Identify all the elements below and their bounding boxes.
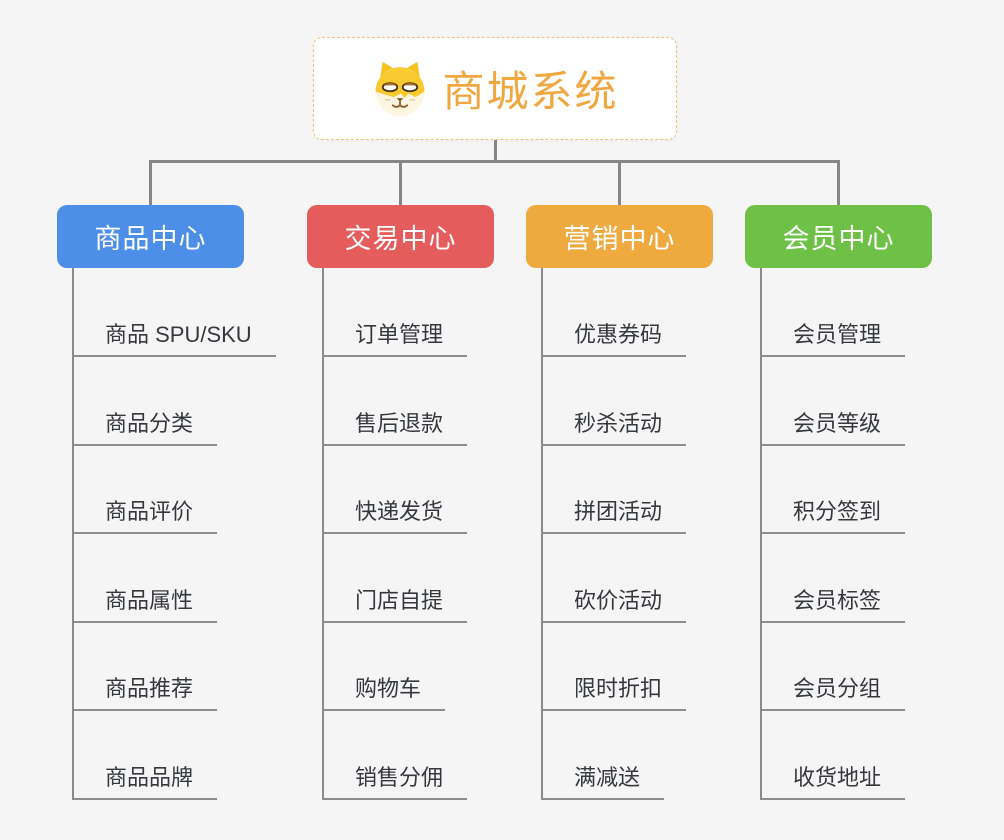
branch-header-2[interactable]: 交易中心 <box>307 205 494 268</box>
branch-header-3[interactable]: 营销中心 <box>526 205 713 268</box>
branch-header-1[interactable]: 商品中心 <box>57 205 244 268</box>
leaf-node[interactable]: 快递发货 <box>322 498 468 535</box>
leaf-node[interactable]: 商品评价 <box>72 498 218 535</box>
leaf-node[interactable]: 商品 SPU/SKU <box>72 321 276 357</box>
root-stem-connector <box>493 140 497 160</box>
leaf-node[interactable]: 秒杀活动 <box>541 410 687 446</box>
branch-drop-connector <box>149 160 152 205</box>
branch-drop-connector <box>837 160 840 205</box>
branch-drop-connector <box>618 160 621 205</box>
leaf-node[interactable]: 会员管理 <box>760 321 906 357</box>
leaf-node[interactable]: 满减送 <box>541 764 665 800</box>
root-node[interactable]: 商城系统 <box>313 37 677 140</box>
leaf-node[interactable]: 订单管理 <box>322 321 468 357</box>
branch-drop-connector <box>399 160 402 205</box>
leaf-node[interactable]: 商品品牌 <box>72 764 218 800</box>
leaf-node[interactable]: 销售分佣 <box>322 764 468 800</box>
leaf-node[interactable]: 门店自提 <box>322 587 468 623</box>
leaf-node[interactable]: 会员等级 <box>760 410 906 446</box>
leaf-node[interactable]: 积分签到 <box>760 498 906 535</box>
leaf-node[interactable]: 拼团活动 <box>541 498 687 535</box>
leaf-node[interactable]: 收货地址 <box>760 764 906 800</box>
leaf-node[interactable]: 会员标签 <box>760 587 906 623</box>
leaf-node[interactable]: 砍价活动 <box>541 587 687 623</box>
root-title: 商城系统 <box>442 68 619 115</box>
dog-face-icon <box>376 61 425 116</box>
branch-bus-connector <box>149 160 840 163</box>
leaf-node[interactable]: 购物车 <box>322 675 446 712</box>
leaf-node[interactable]: 会员分组 <box>760 675 906 712</box>
leaf-node[interactable]: 商品推荐 <box>72 675 218 712</box>
leaf-node[interactable]: 商品分类 <box>72 410 218 446</box>
leaf-node[interactable]: 商品属性 <box>72 587 218 623</box>
leaf-node[interactable]: 限时折扣 <box>541 675 687 712</box>
branch-header-4[interactable]: 会员中心 <box>745 205 932 268</box>
leaf-node[interactable]: 优惠券码 <box>541 321 687 357</box>
leaf-node[interactable]: 售后退款 <box>322 410 468 446</box>
